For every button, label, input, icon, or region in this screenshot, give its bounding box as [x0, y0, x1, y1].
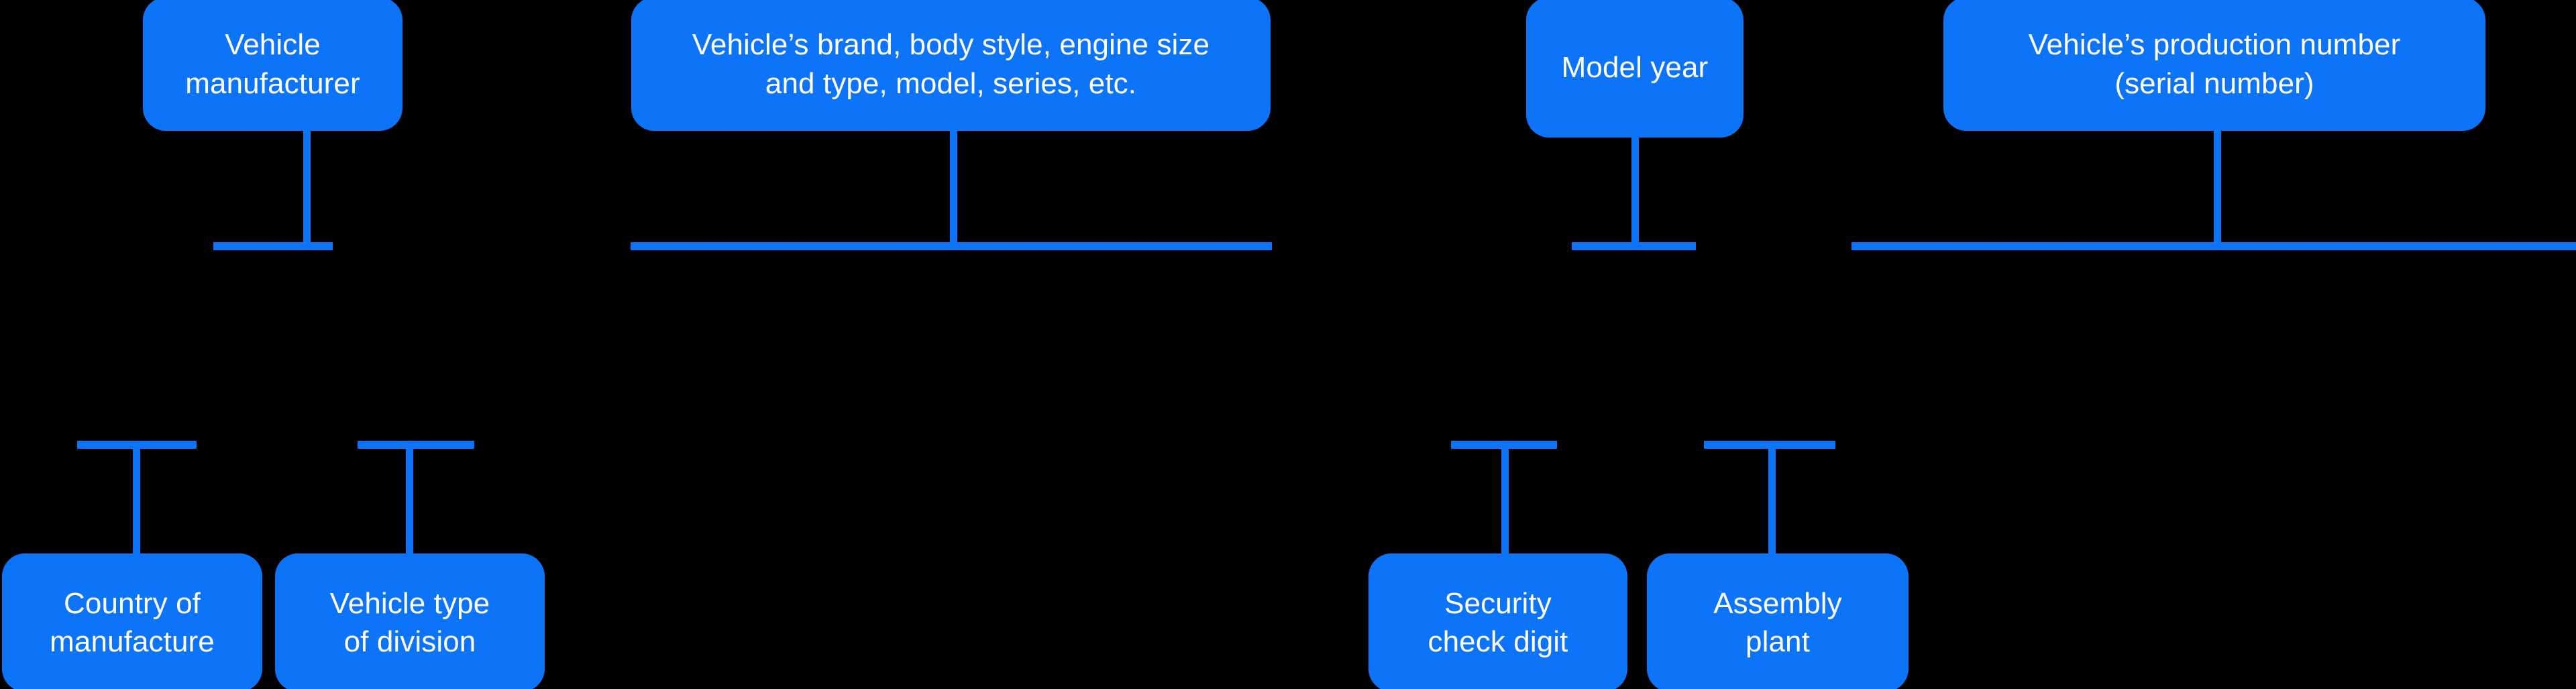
rail-model-year [1572, 242, 1696, 250]
rail-production-number [1851, 242, 2576, 250]
node-vehicle-descriptor[interactable]: Vehicle’s brand, body style, engine size… [631, 0, 1271, 131]
stem-vehicle-descriptor [950, 131, 957, 245]
stem-country-of-manufacture [133, 444, 140, 557]
node-country-of-manufacture[interactable]: Country of manufacture [2, 553, 262, 689]
node-production-number[interactable]: Vehicle’s production number (serial numb… [1943, 0, 2485, 131]
stem-assembly-plant [1768, 444, 1776, 557]
rail-vehicle-manufacturer [213, 242, 333, 250]
node-vehicle-type-of-division[interactable]: Vehicle type of division [275, 553, 545, 689]
stem-production-number [2214, 131, 2221, 245]
rail-vehicle-descriptor [631, 242, 1272, 250]
stem-security-check-digit [1501, 444, 1509, 557]
stem-model-year [1631, 138, 1639, 245]
node-security-check-digit[interactable]: Security check digit [1368, 553, 1627, 689]
node-model-year[interactable]: Model year [1526, 0, 1743, 138]
node-assembly-plant[interactable]: Assembly plant [1647, 553, 1909, 689]
stem-vehicle-type-of-division [406, 444, 413, 557]
rail-vehicle-type-of-division [358, 441, 474, 449]
node-vehicle-manufacturer[interactable]: Vehicle manufacturer [143, 0, 402, 131]
stem-vehicle-manufacturer [303, 131, 311, 245]
